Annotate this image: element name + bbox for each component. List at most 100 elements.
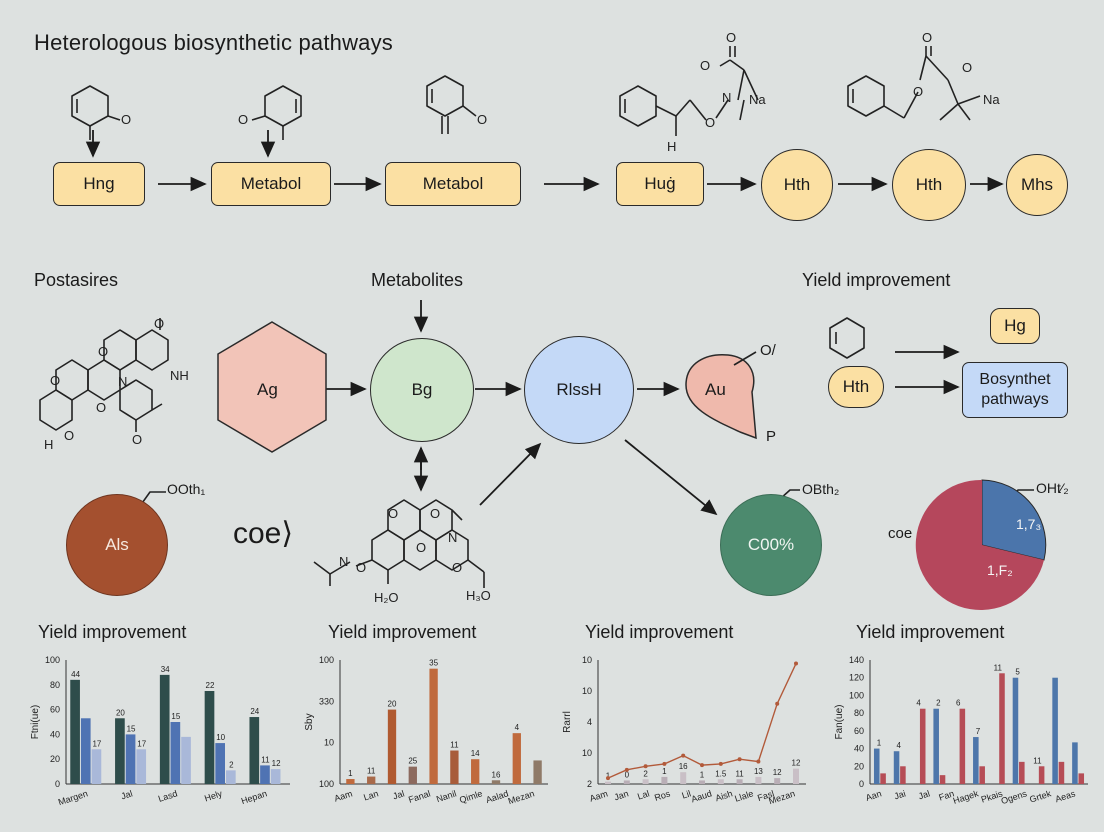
- node-hth-2[interactable]: Hth: [892, 149, 966, 221]
- chart1-bar: [80, 718, 91, 784]
- chart4-ytick: 120: [849, 673, 864, 683]
- chart3-point: [775, 701, 780, 706]
- chart1-bar-label: 10: [216, 733, 225, 742]
- chart2-bar: [429, 668, 438, 784]
- node-rlssh[interactable]: RlssH: [524, 336, 634, 444]
- chart2-bar-label: 35: [429, 659, 438, 668]
- chart2-bar: [533, 760, 542, 784]
- chart3-xtick: Jan: [613, 788, 630, 802]
- chart3-bar: [774, 778, 781, 784]
- pie-coe: coe: [888, 525, 913, 542]
- chart3-bar: [717, 779, 724, 784]
- chart4-bar-label: 4: [916, 699, 921, 708]
- chart4-bar: [973, 737, 979, 784]
- arrow-diag-down: [624, 439, 718, 516]
- chart2-bar: [450, 750, 459, 784]
- chart1-bar: [125, 734, 136, 784]
- chart4-xtick: Jal: [917, 788, 931, 801]
- chart2-bar: [471, 759, 480, 784]
- chart4-bar: [1012, 677, 1019, 784]
- svg-text:O: O: [705, 115, 715, 130]
- pie-tag: OHt⁄₂: [1036, 480, 1069, 496]
- structure-1: [71, 85, 121, 140]
- svg-text:O: O: [50, 373, 60, 388]
- arrow-diag-up: [479, 442, 542, 506]
- chart3-point: [700, 763, 704, 768]
- svg-text:O: O: [962, 60, 972, 75]
- svg-text:O: O: [913, 84, 923, 99]
- chart3-xtick: Lal: [636, 788, 651, 801]
- node-hth-1[interactable]: Hth: [761, 149, 833, 221]
- svg-text:O: O: [477, 112, 487, 127]
- svg-text:O: O: [96, 400, 106, 415]
- node-metabol-1[interactable]: Metabol: [211, 162, 331, 206]
- svg-text:N: N: [118, 374, 127, 389]
- chart3-point: [606, 776, 610, 781]
- chart3-bar-label: 1: [700, 770, 705, 779]
- chart3-bar-label: 13: [754, 767, 763, 776]
- section-label-yield: Yield improvement: [802, 270, 951, 290]
- svg-text:H: H: [667, 139, 676, 154]
- svg-text:O: O: [726, 30, 736, 45]
- chart2-bar-label: 20: [388, 700, 397, 709]
- chart1-bar: [260, 765, 270, 784]
- chart3-point: [794, 661, 798, 666]
- chart1-bar-label: 12: [272, 759, 281, 768]
- chart2-ytick: 330: [319, 696, 334, 706]
- chart1-bar-label: 34: [161, 665, 170, 674]
- chart2-bar-label: 4: [515, 723, 520, 732]
- chart3-bar: [661, 776, 668, 784]
- chart4-ytick: 20: [854, 761, 864, 771]
- chart3-xtick: Llale: [733, 788, 754, 803]
- chart3-xtick: Lil: [681, 788, 693, 800]
- chart4-xtick: Hagek: [952, 788, 980, 806]
- chart4-xtick: Jai: [893, 788, 907, 801]
- chart2-bar: [408, 766, 417, 784]
- node-mhs[interactable]: Mhs: [1006, 154, 1068, 216]
- chart4-bar: [873, 748, 880, 784]
- node-hg[interactable]: Hg: [990, 308, 1040, 344]
- chart3-bar-label: 1.5: [715, 769, 727, 778]
- drop-label: Au: [705, 380, 726, 399]
- node-metabol-2[interactable]: Metabol: [385, 162, 521, 206]
- node-c00[interactable]: C00%: [720, 494, 822, 596]
- svg-text:O: O: [98, 344, 108, 359]
- node-hng[interactable]: Hng: [53, 162, 145, 206]
- chart3-ytick: 10: [582, 686, 592, 696]
- structure-left: [39, 318, 169, 432]
- node-bg[interactable]: Bg: [370, 338, 474, 442]
- chart2-bar: [387, 709, 397, 784]
- chart4-bar: [919, 708, 926, 784]
- chart2-title: Yield improvement: [328, 622, 477, 642]
- node-biosynthet-pathways[interactable]: Bosynthet pathways: [962, 362, 1068, 418]
- tag-ooth: OOth₁: [167, 481, 206, 497]
- chart4-bar: [1078, 773, 1085, 784]
- chart2-bar-label: 1: [348, 769, 353, 778]
- chart2-ytick: 100: [319, 779, 334, 789]
- chart4-bar: [893, 751, 900, 784]
- structure-3: [426, 75, 477, 134]
- chart3-point: [643, 764, 648, 769]
- chart2-bar: [346, 779, 355, 784]
- chart1-bar: [226, 770, 236, 784]
- chart4-xtick: Ogens: [1000, 788, 1029, 806]
- svg-text:O: O: [356, 560, 366, 575]
- chart3-bar: [793, 768, 799, 784]
- chart1-bar-label: 24: [250, 707, 259, 716]
- chart3-ytick: 2: [587, 779, 592, 789]
- node-hth-right[interactable]: Hth: [828, 366, 884, 408]
- hexagon-label: Ag: [257, 380, 278, 399]
- chart1-ytick: 80: [50, 680, 60, 690]
- chart3-bar: [605, 781, 611, 784]
- svg-text:Na: Na: [983, 92, 1000, 107]
- chart1-bar-label: 20: [116, 708, 125, 717]
- chart1-xtick: Lasd: [157, 788, 179, 804]
- chart4-bar: [1038, 766, 1045, 784]
- chart4-ytick: 40: [854, 744, 864, 754]
- chart2-bar: [491, 780, 501, 784]
- node-hug[interactable]: Huġ: [616, 162, 704, 206]
- chart2-xtick: Lan: [362, 788, 379, 802]
- node-als[interactable]: Als: [66, 494, 168, 596]
- section-label-metabolites: Metabolites: [371, 270, 464, 290]
- chart1-ytick: 40: [50, 729, 60, 739]
